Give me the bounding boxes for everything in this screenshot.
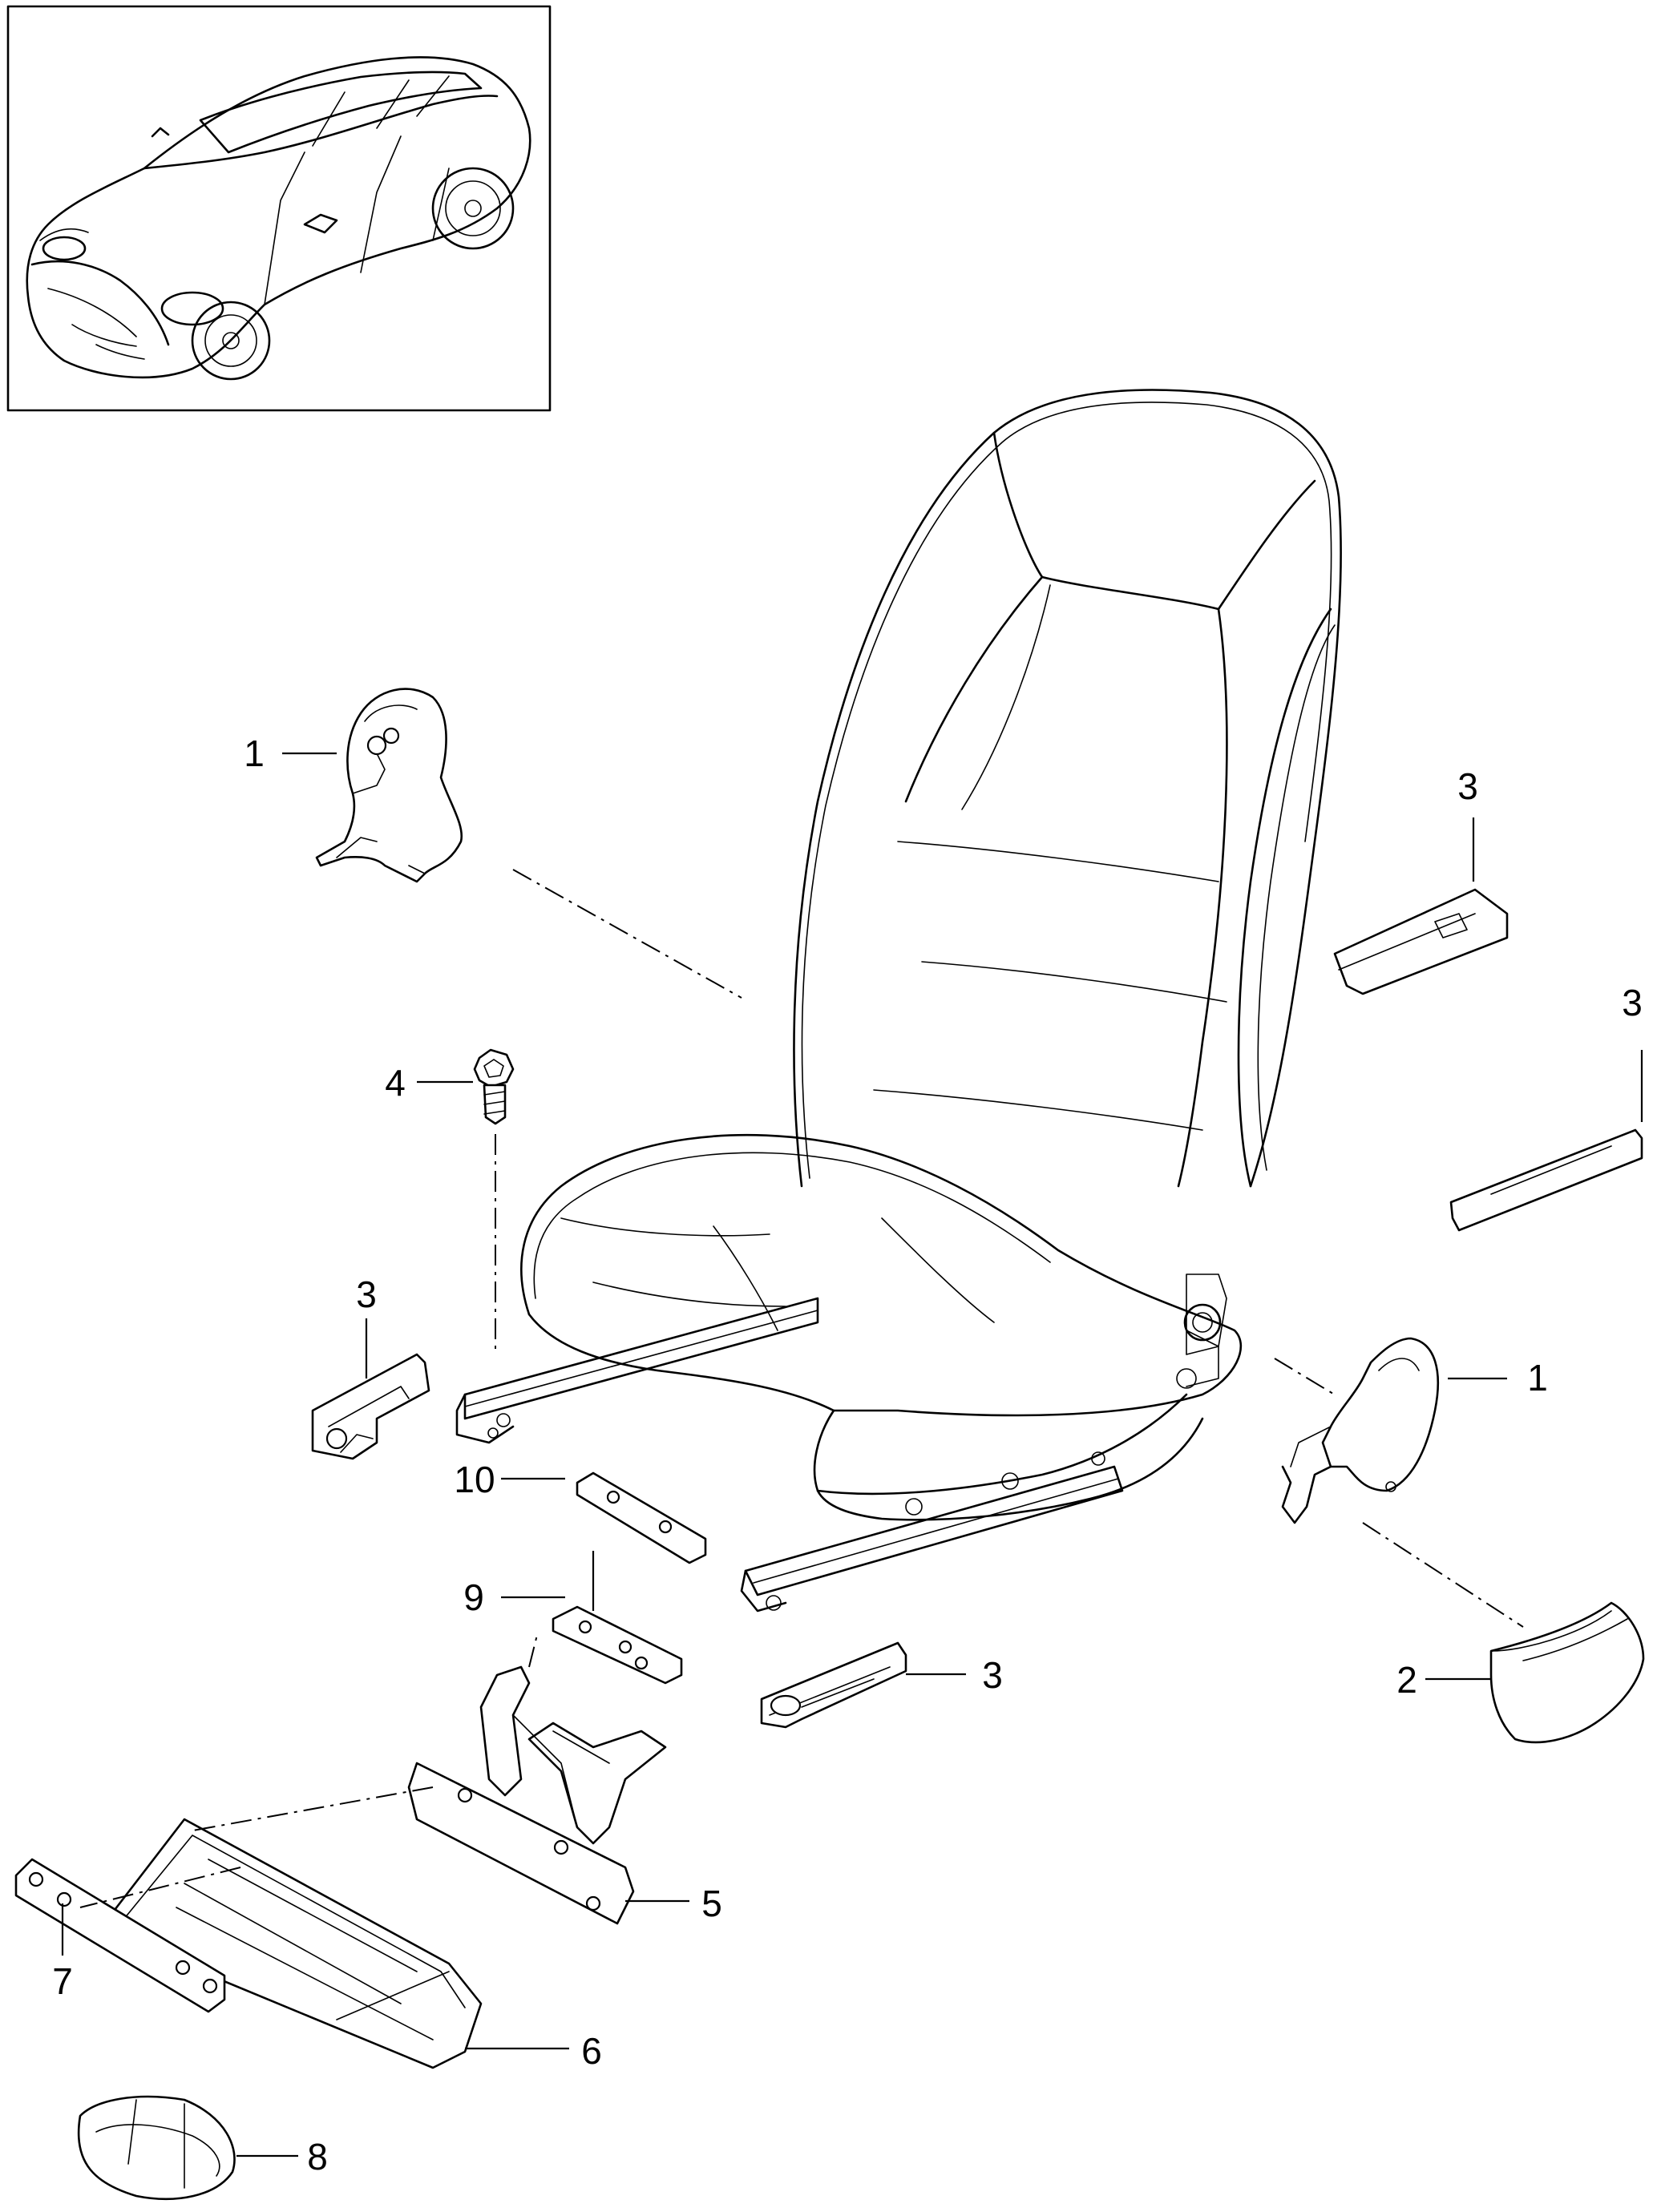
callout-label: 7	[52, 1960, 73, 2002]
vehicle-inset	[6, 5, 552, 412]
callout-label: 2	[1396, 1659, 1417, 1701]
car-illustration	[26, 56, 531, 381]
part-10-plate	[576, 1471, 707, 1564]
callout-label: 10	[454, 1459, 495, 1500]
part-1-left-cover	[315, 688, 463, 883]
leader-lines	[61, 752, 1643, 2158]
callout-label: 1	[1527, 1357, 1548, 1399]
callout-label: 3	[356, 1274, 377, 1315]
part-7-strip	[14, 1858, 226, 2013]
part-5-bracket	[407, 1665, 667, 1925]
callout-labels: 1 1 2 3 3 3 3 4 5 6 7 8 9 10	[52, 733, 1643, 2178]
part-3-rail-right	[1449, 1128, 1643, 1232]
part-1-right-cover	[1281, 1337, 1440, 1524]
part-2-end-cap	[1489, 1601, 1645, 1744]
callout-label: 4	[385, 1062, 406, 1104]
part-8-clamp	[77, 2095, 236, 2201]
seat-assembly	[455, 389, 1342, 1613]
callout-label: 3	[1622, 982, 1643, 1023]
part-3-rail-top-right	[1333, 888, 1509, 995]
callout-label: 8	[307, 2136, 328, 2178]
recliner-mechanism	[1176, 1274, 1227, 1389]
alignment-lines	[79, 869, 1524, 1908]
part-3-rail-left	[311, 1353, 430, 1460]
part-4-screw	[473, 1048, 515, 1125]
inset-frame	[6, 5, 552, 412]
callout-label: 3	[982, 1654, 1003, 1696]
callout-label: 6	[581, 2030, 602, 2072]
callout-label: 1	[244, 733, 265, 774]
callout-label: 3	[1457, 765, 1478, 807]
callout-label: 9	[463, 1576, 484, 1618]
seat-rails	[455, 1297, 1219, 1613]
part-9-plate	[552, 1605, 683, 1685]
callout-label: 5	[701, 1883, 722, 1924]
part-3-rail-bottom	[760, 1641, 907, 1729]
